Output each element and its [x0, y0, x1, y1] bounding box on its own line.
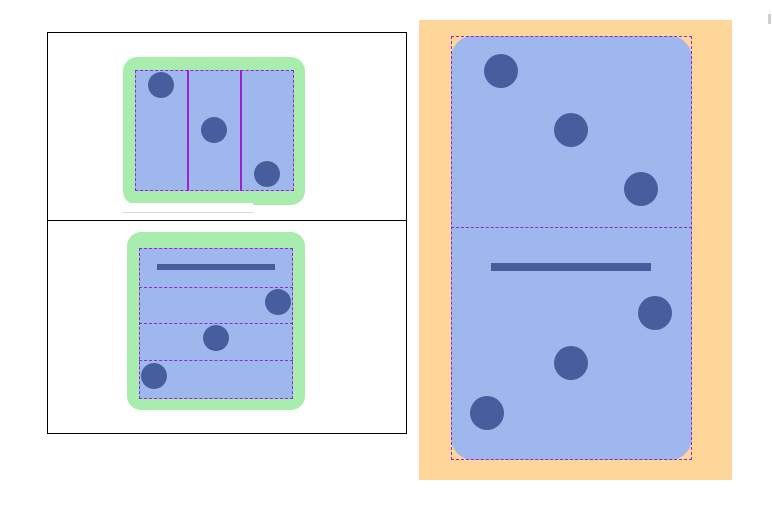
left-frame — [47, 32, 407, 434]
pip-icon — [254, 161, 280, 187]
bar-icon — [157, 264, 275, 270]
pip-icon — [624, 172, 658, 206]
domino-top-left-split-2 — [240, 70, 242, 191]
pip-icon — [201, 117, 227, 143]
domino-bottom-left-row-sep-2 — [139, 323, 293, 324]
domino-right-split — [451, 227, 692, 228]
pip-icon — [203, 325, 229, 351]
pip-icon — [141, 363, 167, 389]
domino-top-left-split-1 — [187, 70, 189, 191]
domino-right-outline — [451, 36, 692, 460]
pip-icon — [554, 113, 588, 147]
callout-shape — [123, 203, 253, 213]
pip-icon — [554, 346, 588, 380]
bar-icon — [491, 263, 651, 271]
domino-right-tile — [451, 36, 692, 460]
pip-icon — [638, 296, 672, 330]
domino-bottom-left-row-sep-1 — [139, 287, 293, 288]
pip-icon — [148, 72, 174, 98]
pip-icon — [265, 289, 291, 315]
domino-bottom-left-row-sep-3 — [139, 360, 293, 361]
pip-icon — [484, 54, 518, 88]
left-frame-divider — [47, 220, 407, 221]
pip-icon — [470, 396, 504, 430]
edge-marker — [768, 14, 771, 24]
